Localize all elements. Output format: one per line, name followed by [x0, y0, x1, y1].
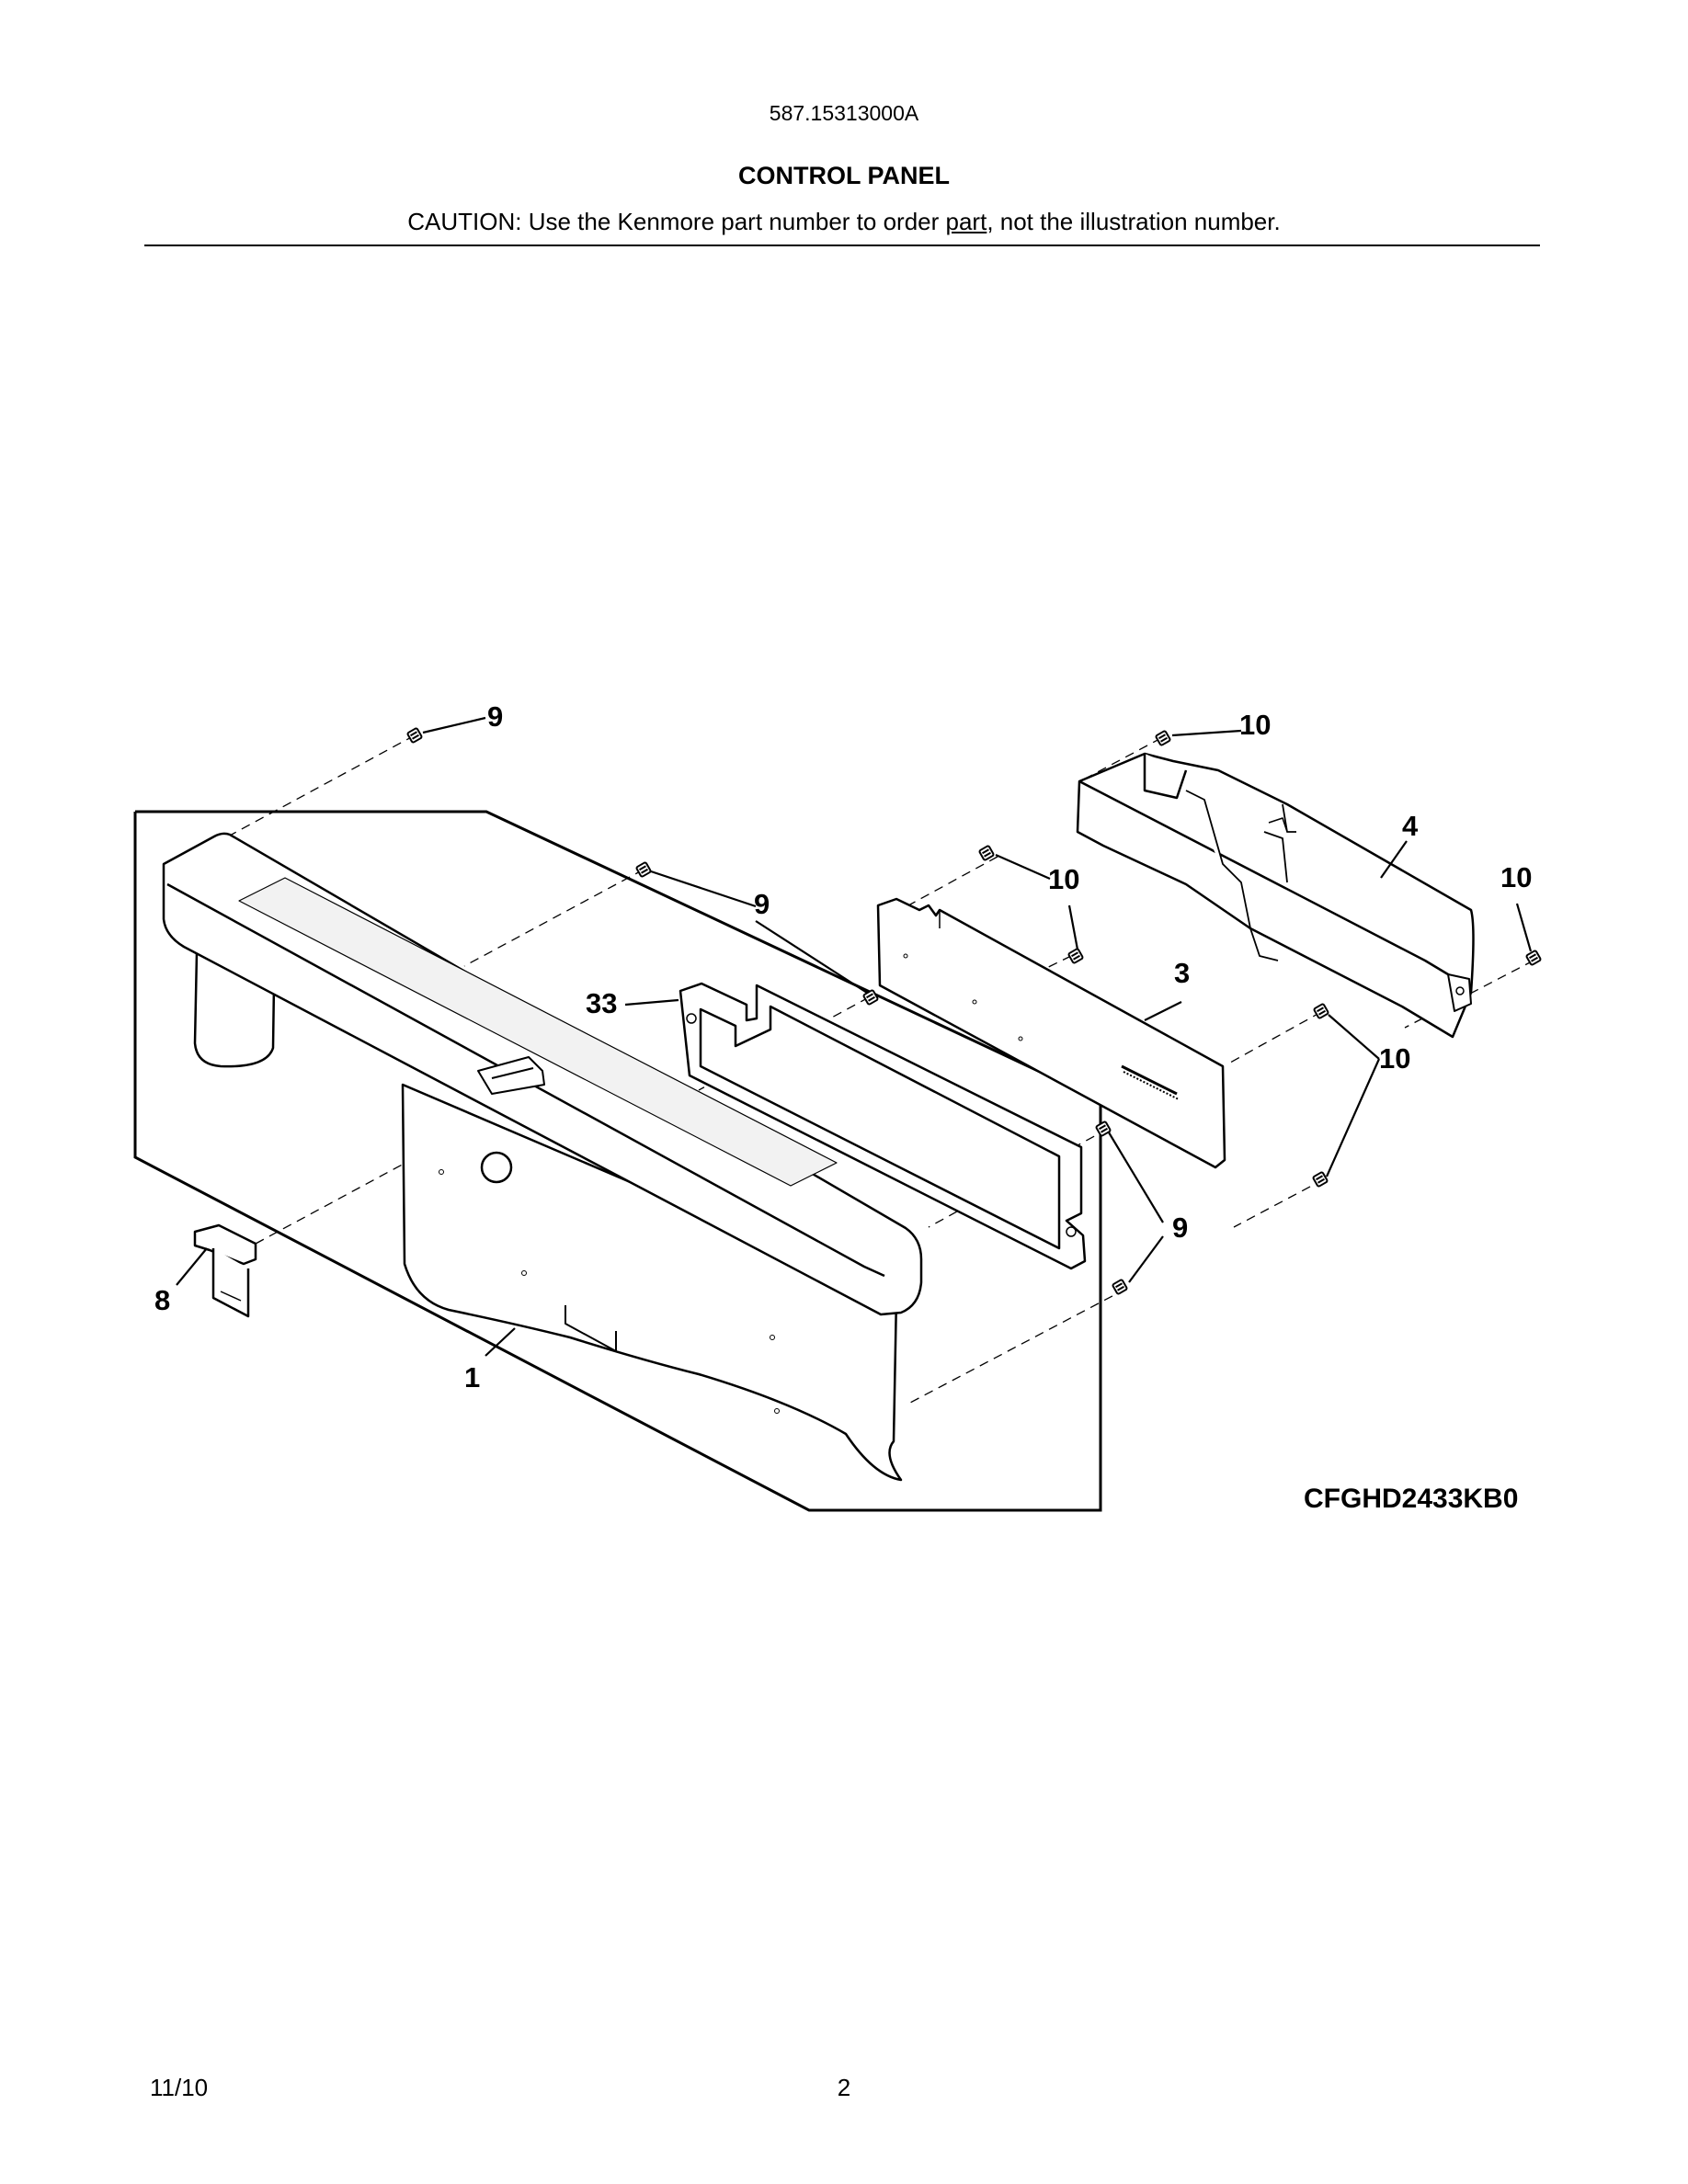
footer-date: 11/10: [150, 2074, 209, 2101]
caution-prefix: CAUTION: Use the Kenmore part number to …: [407, 208, 946, 235]
header-rule: [144, 245, 1540, 246]
callout-10: 10: [1239, 709, 1271, 741]
caution-suffix: , not the illustration number.: [987, 208, 1281, 235]
callout-9: 9: [754, 888, 770, 920]
gasket: [679, 982, 1087, 1270]
screw-icon: [1067, 948, 1084, 964]
control-panel-console: [162, 832, 923, 1482]
screw-icon: [1313, 1003, 1329, 1019]
screw-icon: [406, 727, 423, 744]
callout-10: 10: [1379, 1042, 1410, 1075]
leader-lines: [176, 716, 1533, 1357]
screw-icon: [978, 845, 995, 861]
screw-icons: [406, 727, 1542, 1295]
page-number: 2: [837, 2074, 851, 2101]
model-code: CFGHD2433KB0: [1304, 1484, 1518, 1514]
rear-housing: [1076, 752, 1475, 1039]
screw-icon: [1525, 950, 1542, 966]
callout-10: 10: [1048, 863, 1079, 895]
model-number: 587.15313000A: [769, 101, 919, 125]
control-board: [876, 897, 1226, 1169]
caution-text: CAUTION: Use the Kenmore part number to …: [0, 208, 1688, 236]
screw-icon: [635, 861, 652, 878]
callout-1: 1: [464, 1361, 480, 1393]
callout-4: 4: [1402, 810, 1419, 842]
callout-8: 8: [154, 1284, 170, 1316]
bracket: [193, 1223, 257, 1318]
assembly-outline: [133, 810, 1102, 1512]
screw-icon: [1095, 1120, 1112, 1137]
screw-icon: [1155, 730, 1171, 746]
callout-9: 9: [1172, 1211, 1188, 1244]
callout-3: 3: [1174, 957, 1190, 989]
caution-underlined: part: [945, 208, 987, 235]
screw-icon: [1312, 1171, 1329, 1188]
callout-10: 10: [1500, 861, 1532, 893]
page-title: CONTROL PANEL: [737, 162, 950, 189]
screw-icon: [1112, 1279, 1128, 1295]
callout-9: 9: [487, 700, 503, 733]
callout-33: 33: [586, 987, 617, 1019]
screw-icon: [862, 989, 879, 1006]
